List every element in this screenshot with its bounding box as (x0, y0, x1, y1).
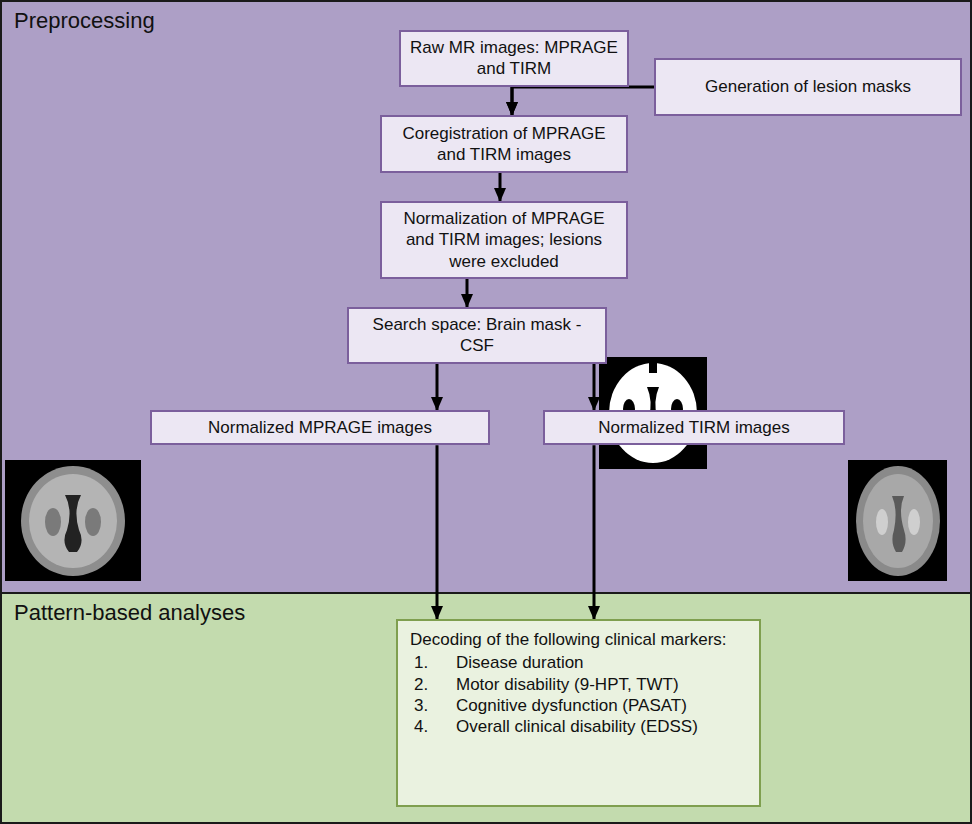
list-row: 1.Disease duration (410, 652, 747, 673)
preprocessing-band: PreprocessingRaw MR images: MPRAGE and T… (0, 0, 972, 594)
box-label: Normalization of MPRAGE and TIRM images;… (390, 208, 618, 272)
flow-arrow (593, 445, 596, 619)
box-label: Generation of lesion masks (664, 76, 952, 97)
flow-arrow (512, 87, 654, 115)
flow-arrow (499, 173, 502, 201)
box-label: Coregistration of MPRAGE and TIRM images (390, 123, 618, 166)
list-item: Overall clinical disability (EDSS) (456, 716, 698, 737)
band-title: Pattern-based analyses (14, 600, 245, 626)
process-box: Raw MR images: MPRAGE and TIRM (399, 30, 629, 87)
flow-arrow (436, 445, 439, 619)
list-row: 2.Motor disability (9-HPT, TWT) (410, 674, 747, 695)
box-label: Normalized MPRAGE images (160, 417, 480, 438)
list-number: 1. (410, 652, 456, 673)
box-label: Raw MR images: MPRAGE and TIRM (409, 37, 619, 80)
list-item: Disease duration (456, 652, 584, 673)
process-box: Normalized TIRM images (543, 410, 845, 445)
flow-arrow (436, 364, 439, 411)
list-number: 3. (410, 695, 456, 716)
band-title: Preprocessing (14, 8, 155, 34)
list-number: 4. (410, 716, 456, 737)
process-box: Coregistration of MPRAGE and TIRM images (380, 115, 628, 173)
box-label: Normalized TIRM images (553, 417, 835, 438)
list-item: Cognitive dysfunction (PASAT) (456, 695, 687, 716)
process-box: Generation of lesion masks (654, 58, 962, 116)
list-row: 4.Overall clinical disability (EDSS) (410, 716, 747, 737)
process-box: Search space: Brain mask - CSF (347, 307, 607, 364)
box-label: Search space: Brain mask - CSF (357, 314, 597, 357)
decoding-box: Decoding of the following clinical marke… (396, 619, 761, 807)
process-box: Normalization of MPRAGE and TIRM images;… (380, 201, 628, 279)
list-item: Motor disability (9-HPT, TWT) (456, 674, 679, 695)
list-heading: Decoding of the following clinical marke… (410, 629, 747, 650)
mprage-brain-image (5, 460, 141, 581)
flow-arrow (593, 364, 596, 411)
tirm-brain-image (848, 460, 947, 581)
analysis-band: Pattern-based analysesDecoding of the fo… (0, 592, 972, 824)
flow-arrow (466, 279, 469, 307)
list-row: 3.Cognitive dysfunction (PASAT) (410, 695, 747, 716)
process-box: Normalized MPRAGE images (150, 410, 490, 445)
list-number: 2. (410, 674, 456, 695)
